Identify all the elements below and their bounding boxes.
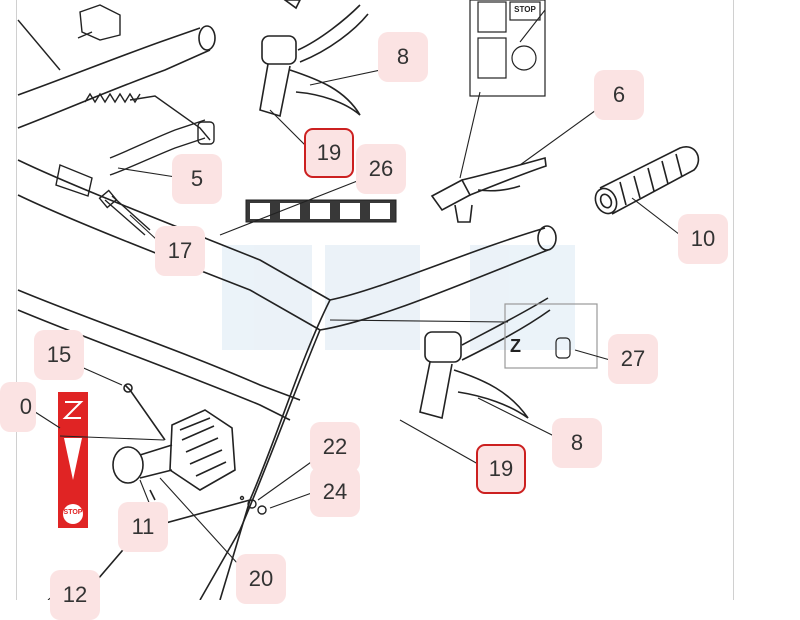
frame-right-edge	[733, 0, 734, 600]
callout-5: 5	[172, 154, 222, 204]
callout-10: 10	[678, 214, 728, 264]
instruction-panel	[469, 0, 546, 97]
top-bracket	[17, 4, 121, 71]
callout-19-lower: 19	[476, 444, 526, 494]
frame-left-edge	[16, 0, 17, 600]
handlebar-frame	[17, 25, 557, 600]
decal-z-label: Z	[510, 336, 521, 356]
callout-8-upper: 8	[378, 32, 428, 82]
control-box	[112, 383, 236, 501]
brake-lever	[430, 156, 547, 223]
warning-sticker-strip	[245, 199, 397, 223]
stop-label: STOP	[63, 509, 83, 516]
callout-26: 26	[356, 144, 406, 194]
callout-6: 6	[594, 70, 644, 120]
callout-20: 20	[236, 554, 286, 604]
washers	[239, 495, 267, 515]
instruction-stop-label: STOP	[514, 5, 536, 14]
spring-linkage	[55, 92, 215, 236]
exploded-parts-diagram	[17, 0, 700, 600]
lower-throttle-lever	[419, 297, 551, 420]
callout-8-lower: 8	[552, 418, 602, 468]
red-stop-sticker	[58, 392, 88, 528]
upper-throttle-lever	[259, 0, 369, 118]
callout-24: 24	[310, 467, 360, 517]
callout-11: 11	[118, 502, 168, 552]
watermark	[222, 245, 575, 350]
callout-19-upper: 19	[304, 128, 354, 178]
callout-27: 27	[608, 334, 658, 384]
callout-12: 12	[50, 570, 100, 620]
callout-22: 22	[310, 422, 360, 472]
handle-grip	[594, 146, 700, 215]
callout-15: 15	[34, 330, 84, 380]
callout-0-partial: 0	[0, 382, 36, 432]
throttle-decal	[504, 303, 598, 369]
callout-17: 17	[155, 226, 205, 276]
